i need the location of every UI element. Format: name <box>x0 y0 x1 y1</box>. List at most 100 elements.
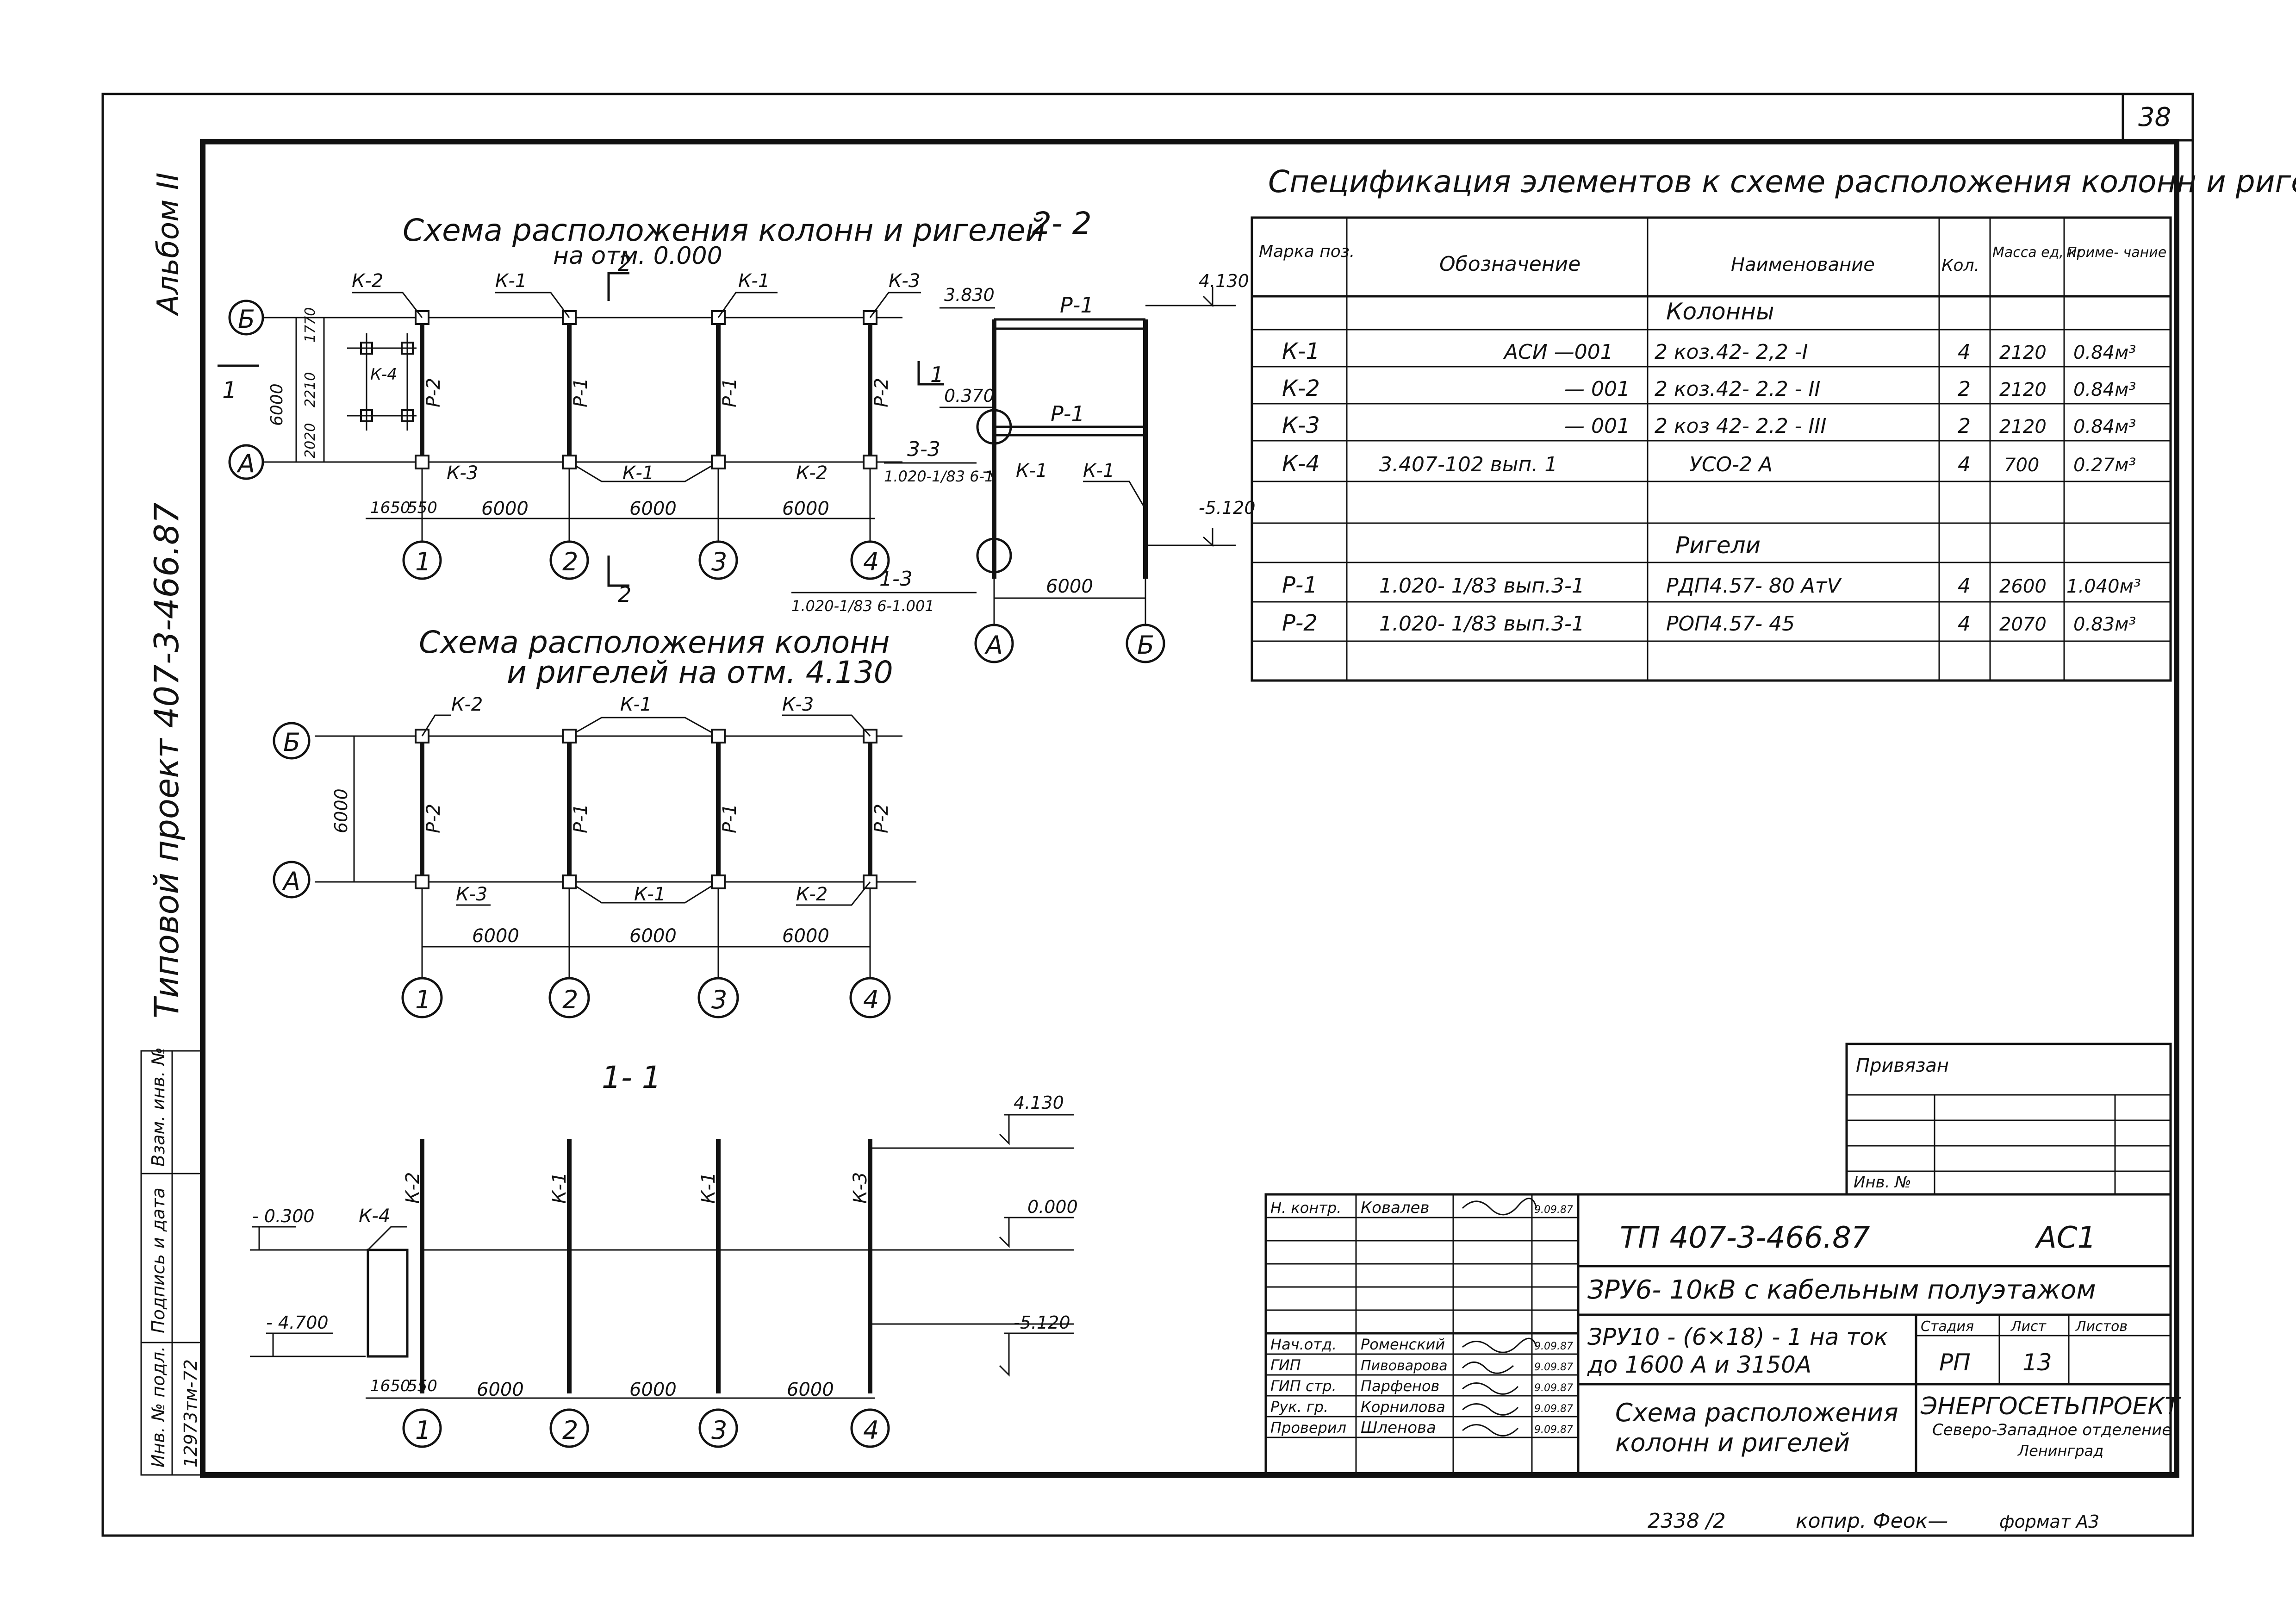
svg-text:9.09.87: 9.09.87 <box>1534 1341 1573 1352</box>
section22-node3 <box>976 409 1012 445</box>
plan0-axis-1 <box>402 540 442 580</box>
svg-text:4: 4 <box>1958 612 1971 636</box>
svg-text:Б: Б <box>238 305 255 334</box>
spec-row-k3: К-3 — 001 2 коз 42- 2.2 - III 2 2120 0.8… <box>1282 412 2136 438</box>
section22-node1 <box>976 537 1012 574</box>
svg-text:2: 2 <box>1958 377 1971 401</box>
svg-text:0.370: 0.370 <box>944 386 995 406</box>
svg-text:-5.120: -5.120 <box>1014 1312 1070 1333</box>
svg-text:1650: 1650 <box>370 1377 411 1395</box>
svg-text:- 0.300: - 0.300 <box>252 1206 315 1226</box>
svg-text:Ленинград: Ленинград <box>2017 1442 2103 1460</box>
svg-text:0.27м³: 0.27м³ <box>2073 455 2136 476</box>
svg-text:2 коз 42- 2.2 - III: 2 коз 42- 2.2 - III <box>1655 414 1826 438</box>
section11-axis-1 <box>402 1408 442 1448</box>
sheet-number: 38 <box>2138 102 2171 132</box>
svg-text:К-2: К-2 <box>1282 375 1320 401</box>
svg-text:К-1: К-1 <box>1282 338 1320 364</box>
svg-text:0.000: 0.000 <box>1027 1197 1078 1217</box>
plan4-axis-a <box>273 861 311 899</box>
svg-text:Стадия: Стадия <box>1921 1318 1974 1335</box>
svg-text:6000: 6000 <box>481 498 529 519</box>
svg-text:колонн и ригелей: колонн и ригелей <box>1615 1428 1850 1457</box>
svg-text:1.020-1/83 6-1.001: 1.020-1/83 6-1.001 <box>791 597 934 615</box>
svg-text:Р-2: Р-2 <box>423 804 444 833</box>
svg-text:0.83м³: 0.83м³ <box>2073 614 2136 635</box>
svg-text:К-2: К-2 <box>796 462 828 484</box>
svg-text:Р-1: Р-1 <box>1051 401 1085 426</box>
svg-text:— 001: — 001 <box>1564 377 1630 401</box>
plan4-axis-b <box>273 722 311 760</box>
inner-border <box>200 139 2179 1478</box>
plan-4130: Схема расположения колонн и ригелей на о… <box>273 625 916 1018</box>
svg-text:4: 4 <box>863 1416 879 1445</box>
svg-text:К-2: К-2 <box>451 694 483 715</box>
svg-text:-5.120: -5.120 <box>1199 498 1256 518</box>
svg-text:Наименование: Наименование <box>1731 254 1875 275</box>
svg-text:700: 700 <box>2004 455 2039 476</box>
svg-text:Р-1: Р-1 <box>1282 572 1318 598</box>
spec-title: Спецификация элементов к схеме расположе… <box>1268 164 2296 200</box>
svg-text:Р-2: Р-2 <box>423 378 444 407</box>
svg-text:4.130: 4.130 <box>1014 1093 1064 1113</box>
section22-axis-a <box>974 624 1014 663</box>
svg-text:РП: РП <box>1939 1349 1971 1376</box>
plan4-axis-3 <box>697 977 739 1018</box>
svg-text:1.040м³: 1.040м³ <box>2066 576 2141 597</box>
plan4-axis-1 <box>401 977 443 1018</box>
svg-text:РДП4.57- 80 АтV: РДП4.57- 80 АтV <box>1666 574 1842 598</box>
svg-text:К-1: К-1 <box>495 270 527 292</box>
svg-text:ЭНЕРГОСЕТЬПРОЕКТ: ЭНЕРГОСЕТЬПРОЕКТ <box>1920 1393 2181 1420</box>
svg-text:К-2: К-2 <box>402 1172 423 1204</box>
svg-text:9.09.87: 9.09.87 <box>1534 1424 1573 1436</box>
plan4-title1: Схема расположения колонн <box>419 625 890 660</box>
svg-text:Роменский: Роменский <box>1361 1336 1445 1353</box>
svg-text:6000: 6000 <box>331 788 351 833</box>
spec-row-p1: Р-1 1.020- 1/83 вып.3-1 РДП4.57- 80 АтV … <box>1282 572 2141 598</box>
footer: 2338 /2 копир. Феок— формат А3 <box>1648 1509 2099 1533</box>
svg-text:3.830: 3.830 <box>944 285 995 305</box>
svg-text:К-3: К-3 <box>889 270 920 292</box>
svg-text:2210: 2210 <box>302 372 318 407</box>
svg-text:2: 2 <box>618 251 631 276</box>
svg-text:К-3: К-3 <box>850 1172 871 1204</box>
svg-text:2120: 2120 <box>1999 416 2047 437</box>
svg-text:Р-2: Р-2 <box>1282 610 1318 636</box>
svg-text:9.09.87: 9.09.87 <box>1534 1204 1573 1216</box>
svg-text:3: 3 <box>711 985 727 1014</box>
svg-text:2120: 2120 <box>1999 342 2047 363</box>
svg-text:Б: Б <box>1137 631 1154 660</box>
svg-text:К-3: К-3 <box>1282 412 1320 438</box>
plan0-axis-2 <box>549 540 589 580</box>
plan0-axis-3 <box>698 540 738 580</box>
svg-text:К-2: К-2 <box>352 270 383 292</box>
svg-text:2: 2 <box>1958 414 1971 438</box>
svg-text:А: А <box>282 867 300 896</box>
svg-text:К-1: К-1 <box>738 270 770 292</box>
svg-text:Пивоварова: Пивоварова <box>1361 1358 1448 1374</box>
svg-text:до 1600 А и 3150А: до 1600 А и 3150А <box>1587 1351 1811 1378</box>
svg-text:УСО-2 А: УСО-2 А <box>1689 453 1773 476</box>
plan-0000: Схема расположения колонн и ригелей на о… <box>218 212 1045 607</box>
plan4-title2: и ригелей на отм. 4.130 <box>507 655 893 690</box>
project-label: Типовой проект 407-3-466.87 <box>147 502 186 1018</box>
svg-text:А: А <box>984 631 1003 660</box>
section11-k4 <box>367 1249 409 1358</box>
album-label: Альбом II <box>151 173 186 317</box>
svg-text:6000: 6000 <box>782 498 829 519</box>
svg-text:К-1: К-1 <box>1016 460 1047 481</box>
title-code: ТП 407-3-466.87 <box>1620 1221 1870 1255</box>
svg-text:6000: 6000 <box>782 925 829 947</box>
svg-text:К-1: К-1 <box>634 884 666 905</box>
svg-text:Р-1: Р-1 <box>570 804 591 833</box>
svg-text:1770: 1770 <box>302 307 318 343</box>
section11-axis-2 <box>549 1408 589 1448</box>
spec-row-k2: К-2 — 001 2 коз.42- 2.2 - II 2 2120 0.84… <box>1282 375 2136 401</box>
svg-text:1.020- 1/83 вып.3-1: 1.020- 1/83 вып.3-1 <box>1379 574 1585 598</box>
svg-text:Привязан: Привязан <box>1856 1055 1949 1076</box>
svg-text:Северо-Западное отделение: Северо-Западное отделение <box>1932 1421 2172 1439</box>
title-object: ЗРУ6- 10кВ с кабельным полуэтажом <box>1587 1275 2096 1305</box>
plan0-title1: Схема расположения колонн и ригелей <box>403 212 1045 248</box>
spec-row-p2: Р-2 1.020- 1/83 вып.3-1 РОП4.57- 45 4 20… <box>1282 610 2136 636</box>
